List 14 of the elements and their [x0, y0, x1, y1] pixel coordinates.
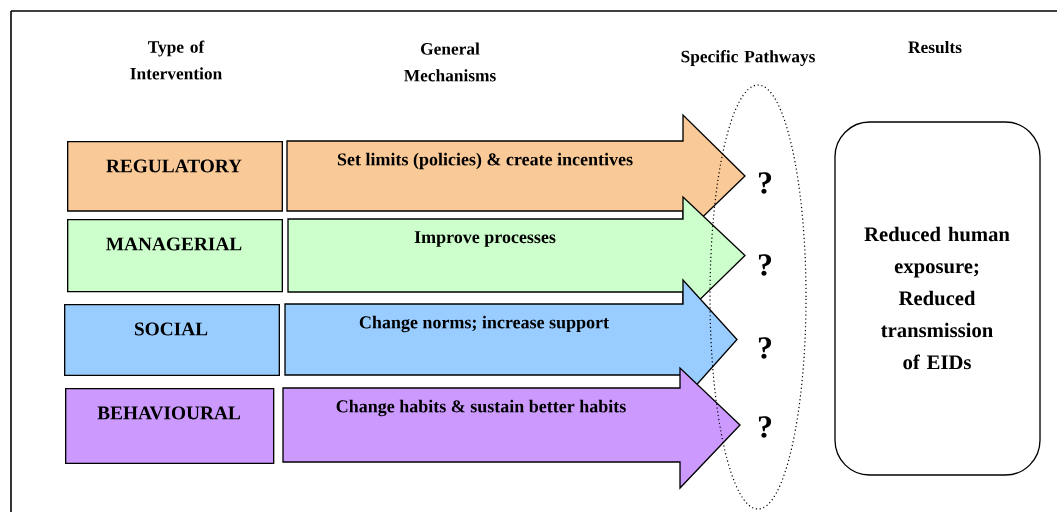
question-mark: ?: [758, 416, 772, 438]
category-box: SOCIAL: [64, 304, 280, 376]
column-heading: Results: [908, 40, 962, 54]
result-box: Reduced human exposure; Reduced transmission of EIDs: [834, 121, 1041, 476]
column-heading: Specific Pathways: [681, 50, 815, 66]
dotted-ellipse: [709, 84, 807, 510]
column-heading: Type of Intervention: [130, 40, 222, 80]
question-mark: ?: [758, 337, 772, 359]
category-box: REGULATORY: [67, 141, 283, 212]
category-box: MANAGERIAL: [67, 219, 283, 293]
category-box: BEHAVIOURAL: [65, 388, 275, 464]
column-heading: General Mechanisms: [404, 42, 496, 82]
question-mark: ?: [758, 172, 772, 194]
question-mark: ?: [758, 254, 772, 276]
